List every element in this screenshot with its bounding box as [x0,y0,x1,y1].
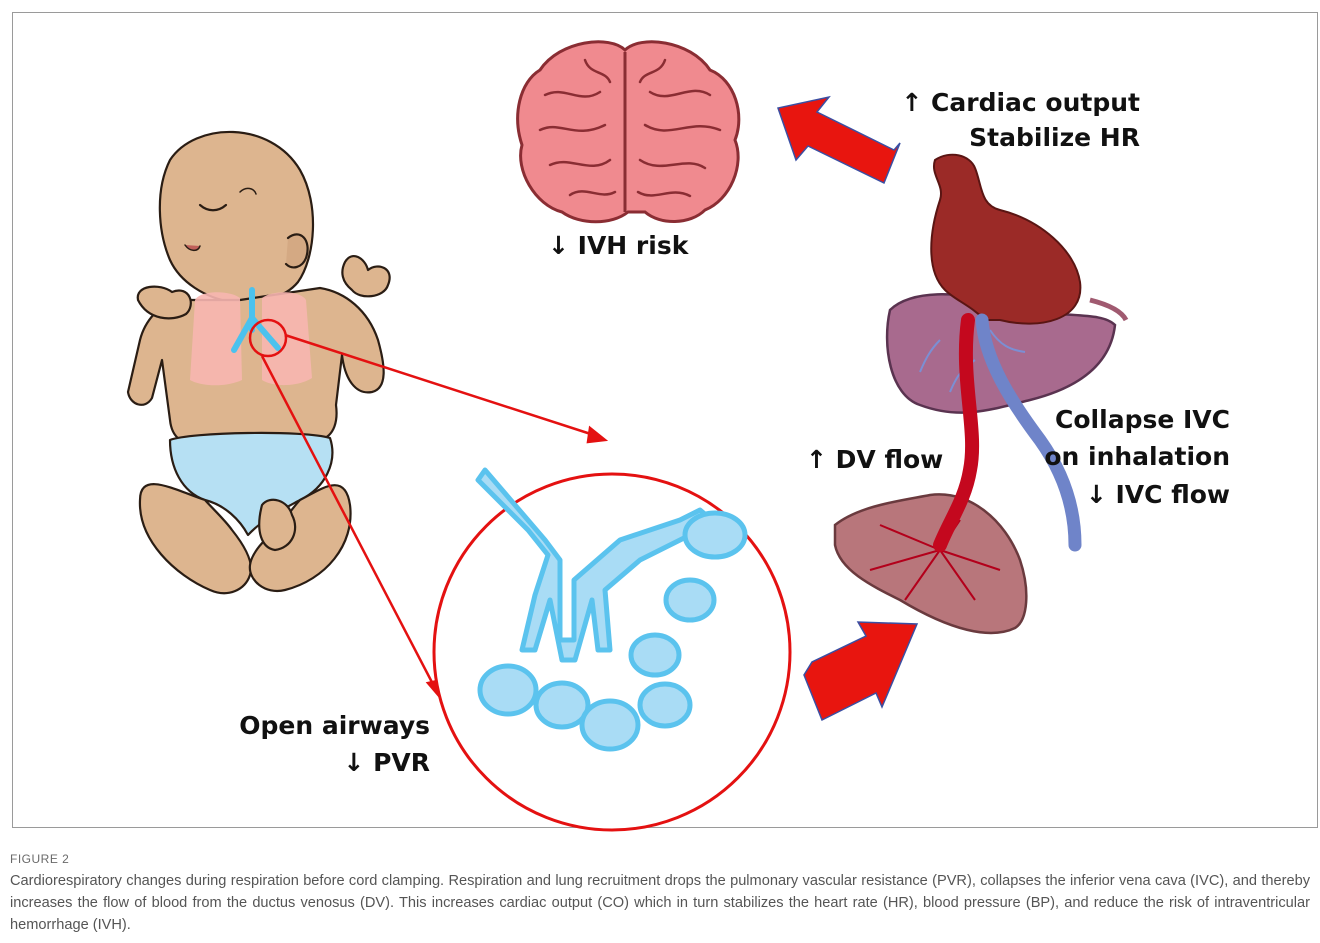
label-ivc-flow: ↓ IVC flow [990,478,1230,511]
label-pvr: ↓ PVR [200,746,430,779]
label-ivh-risk: ↓ IVH risk [548,229,688,262]
figure-caption: Cardiorespiratory changes during respira… [10,870,1310,936]
label-dv-flow: ↑ DV flow [806,443,943,476]
label-open-airways: Open airways [200,709,430,742]
figure-label: FIGURE 2 [10,852,69,866]
label-on-inhalation: on inhalation [990,440,1230,473]
label-stabilize-hr: Stabilize HR [880,121,1140,154]
arrow-to-heart [804,622,917,720]
label-collapse-ivc: Collapse IVC [990,403,1230,436]
label-cardiac-output: ↑ Cardiac output [880,86,1140,119]
alveoli-zoom [434,470,790,830]
brain-illustration [518,42,739,222]
organ-illustration [835,155,1126,633]
